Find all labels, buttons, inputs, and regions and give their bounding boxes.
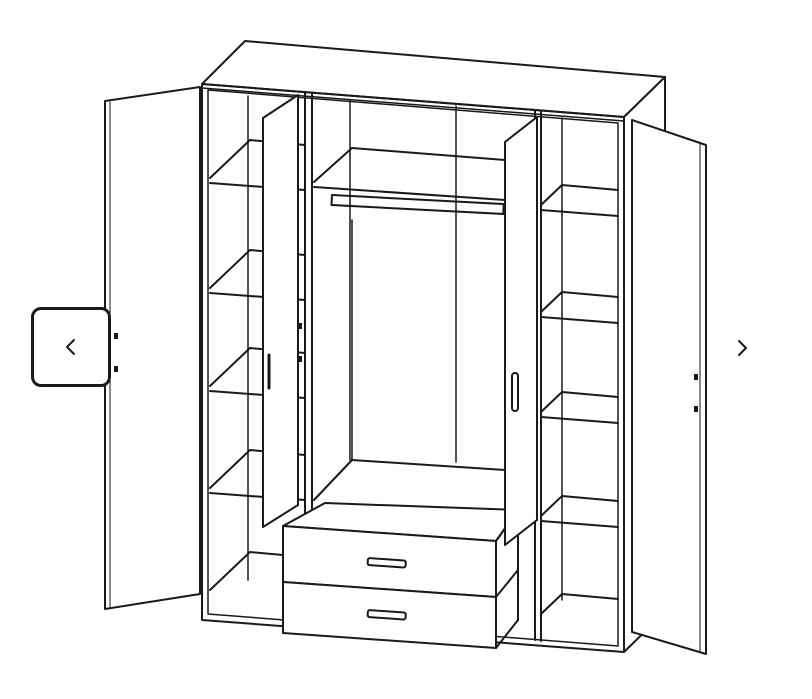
- wardrobe-frame: [201, 83, 625, 653]
- door-far-left: [104, 86, 201, 610]
- drawer-bottom: [282, 569, 519, 649]
- door-far-right: [631, 119, 707, 655]
- drawer-top: [282, 502, 519, 598]
- center-section: [313, 147, 506, 501]
- door-inner-right: [504, 116, 538, 546]
- next-image-button[interactable]: [716, 320, 768, 376]
- previous-image-button[interactable]: [31, 307, 111, 387]
- chevron-left-icon: [66, 339, 75, 355]
- chevron-right-icon: [738, 340, 747, 356]
- right-shelves: [540, 184, 619, 615]
- door-inner-left: [262, 94, 302, 528]
- hanging-rail: [330, 194, 505, 215]
